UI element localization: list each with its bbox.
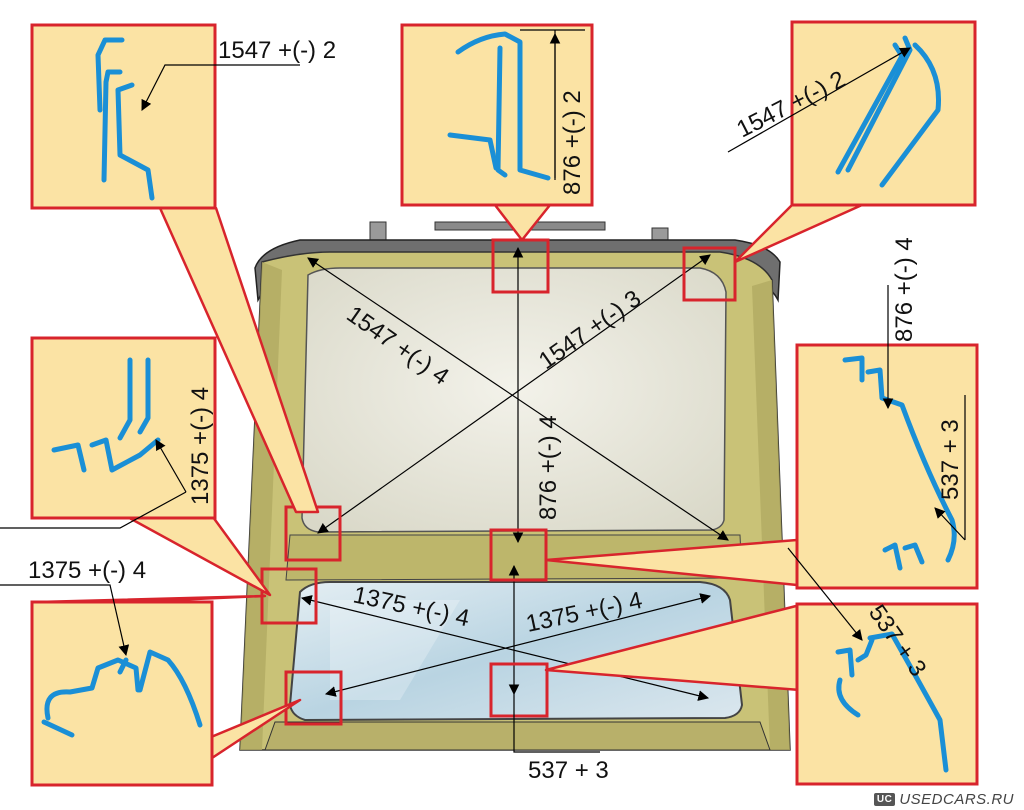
dim-roof-vertical: 876 +(-) 4 (535, 415, 562, 520)
panel-top-left (30, 23, 217, 210)
measurement-lines (300, 246, 729, 701)
dim-left-lower: 1375 +(-) 4 (28, 557, 146, 584)
panel-top-right (790, 20, 977, 207)
dim-top-left: 1547 +(-) 2 (218, 37, 336, 64)
callout-leaders (0, 29, 966, 753)
watermark-text: USEDCARS.RU (899, 791, 1014, 808)
dim-left-mid: 1375 +(-) 4 (187, 387, 214, 505)
dim-bottom: 537 + 3 (528, 757, 609, 784)
dim-right-side: 876 +(-) 4 (891, 237, 918, 342)
dim-top-center: 876 +(-) 2 (559, 90, 586, 195)
watermark: UC USEDCARS.RU (873, 791, 1014, 808)
panel-left-lower (30, 600, 214, 787)
dim-right-mid: 537 + 3 (937, 419, 964, 500)
watermark-logo: UC (873, 793, 896, 806)
